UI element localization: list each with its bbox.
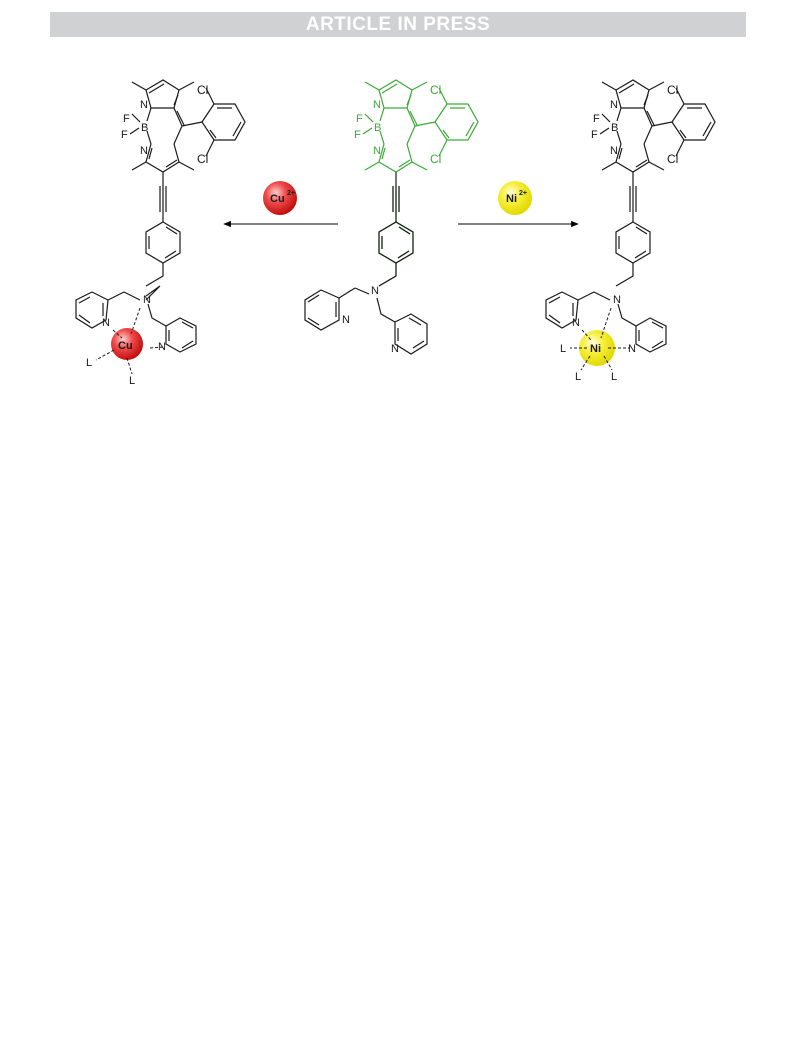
f-atom-label: F [593,113,600,125]
n-atom-label: N [140,145,148,157]
ni-atom-label: Ni [590,343,601,355]
pyridine-n-label: N [158,341,166,353]
cl-atom-label: Cl [667,152,678,166]
n-atom-label: N [140,99,148,111]
ni-metal-center-icon [579,330,615,366]
free-ligand-green-labels: N N B F F Cl Cl [354,83,441,166]
n-atom-label: N [373,99,381,111]
cl-atom-label: Cl [430,152,441,166]
free-ligand [304,79,479,355]
cu-atom-label: Cu [118,340,133,352]
article-in-press-banner: ARTICLE IN PRESS [50,12,746,37]
pyridine-n-label: N [342,314,350,326]
amine-n-label: N [143,294,151,306]
banner-text: ARTICLE IN PRESS [305,13,491,35]
f-atom-label: F [354,129,361,141]
pyridine-n-label: N [102,317,110,329]
cl-atom-label: Cl [197,152,208,166]
f-atom-label: F [121,129,128,141]
ni-reagent-ball: Ni 2+ [498,181,532,215]
copper-complex [75,79,246,353]
cu-ion-icon [263,181,297,215]
ni-reagent-symbol: Ni [506,193,517,205]
pyridine-n-label: N [572,317,580,329]
cu-coordination-bonds [95,307,165,375]
b-atom-label: B [141,122,148,134]
cu-reagent-ball: Cu 2+ [263,181,297,215]
nickel-complex [545,79,716,353]
f-atom-label: F [591,129,598,141]
nickel-complex-labels: N N B F F Cl Cl N N N Ni L L L [560,83,678,383]
cu-reagent-symbol: Cu [270,193,285,205]
f-atom-label: F [123,113,130,125]
ligand-l-label: L [611,371,617,383]
f-atom-label: F [356,113,363,125]
cu-metal-center-icon [111,328,143,360]
amine-n-label: N [371,285,379,297]
copper-complex-labels: N N B F F Cl Cl N N N Cu L L [86,83,208,387]
pyridine-n-label: N [628,343,636,355]
b-atom-label: B [611,122,618,134]
ni-coordination-bonds [570,307,630,371]
ni-ion-icon [498,181,532,215]
amine-n-label: N [613,294,621,306]
ligand-l-label: L [129,375,135,387]
ni-reagent-charge: 2+ [519,190,527,197]
cl-atom-label: Cl [430,83,441,97]
ligand-l-label: L [575,371,581,383]
free-ligand-dpa-labels: N N N [342,285,399,355]
n-atom-label: N [610,145,618,157]
ligand-l-label: L [560,343,566,355]
b-atom-label: B [374,122,381,134]
ligand-l-label: L [86,357,92,369]
pyridine-n-label: N [391,343,399,355]
cl-atom-label: Cl [667,83,678,97]
n-atom-label: N [373,145,381,157]
n-atom-label: N [610,99,618,111]
cu-reagent-charge: 2+ [287,190,295,197]
cl-atom-label: Cl [197,83,208,97]
